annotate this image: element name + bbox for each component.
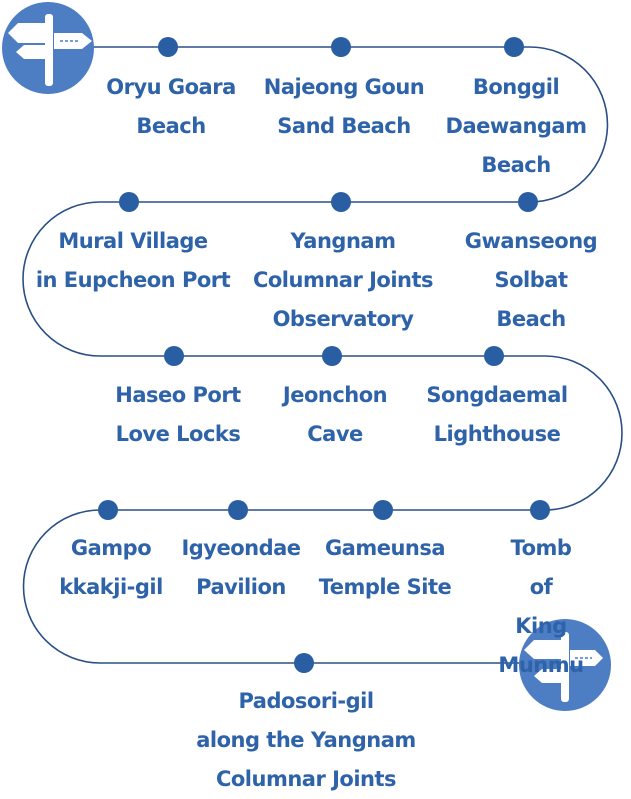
stop-dot: [164, 346, 184, 366]
stop-label: Songdaemal Lighthouse: [426, 383, 568, 446]
stop-label: Najeong Goun Sand Beach: [263, 75, 425, 138]
stop-label: Mural Village in Eupcheon Port: [35, 229, 231, 292]
stop-dot: [322, 346, 342, 366]
stop-dot: [373, 500, 393, 520]
stop-dot: [530, 500, 550, 520]
stop-dot: [158, 37, 178, 57]
stop-dot: [294, 653, 314, 673]
route-diagram: [2, 2, 623, 711]
stop-dot: [504, 37, 524, 57]
stop-label: Gwanseong Solbat Beach: [464, 229, 598, 331]
stop-dot: [228, 500, 248, 520]
stop-label: Gameunsa Temple Site: [318, 536, 452, 599]
stop-dots: [98, 37, 550, 673]
end-signpost-icon: [519, 619, 611, 711]
stop-label: Haseo Port Love Locks: [115, 383, 241, 446]
stop-label: Yangnam Columnar Joints Observatory: [252, 229, 434, 331]
stop-label: Oryu Goara Beach: [106, 75, 236, 138]
route-line: [22, 46, 623, 664]
stop-label: Jeonchon Cave: [282, 383, 388, 446]
stop-label: Bonggil Daewangam Beach: [445, 75, 587, 177]
stop-dot: [331, 192, 351, 212]
stop-label: Gampo kkakji-gil: [59, 536, 163, 599]
stop-dot: [98, 500, 118, 520]
start-signpost-icon: [2, 2, 94, 94]
stop-dot: [331, 37, 351, 57]
stop-label: Padosori-gil along the Yangnam Columnar …: [196, 689, 416, 791]
stop-label: Igyeondae Pavilion: [181, 536, 301, 599]
stop-label: Tomb of King Munmu: [498, 536, 584, 677]
stop-dot: [484, 346, 504, 366]
stop-dot: [518, 192, 538, 212]
stop-dot: [119, 192, 139, 212]
